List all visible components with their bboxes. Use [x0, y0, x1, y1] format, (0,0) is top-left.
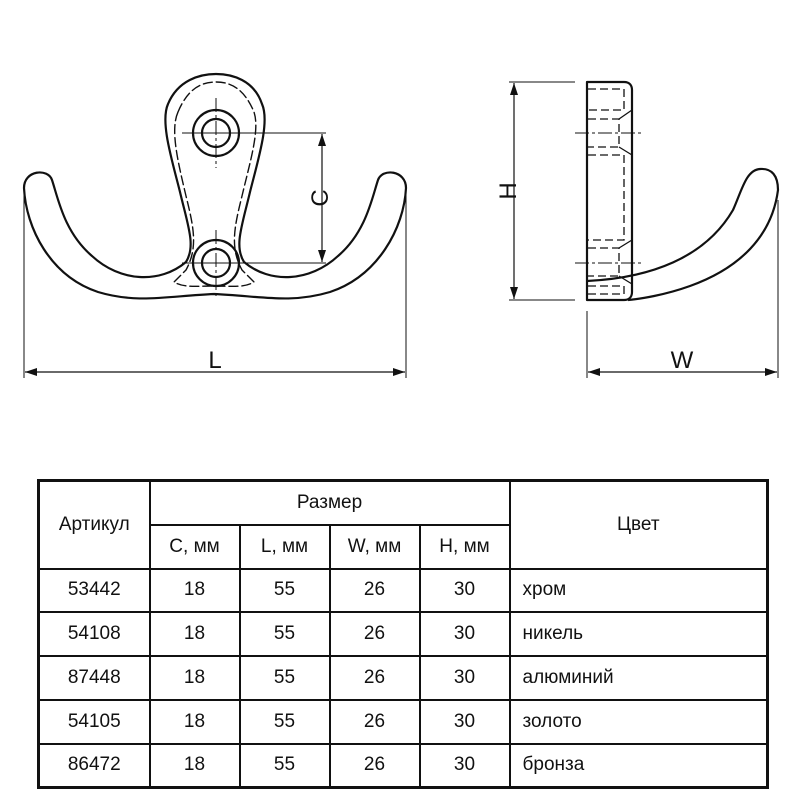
cell-l: 55 [238, 567, 331, 614]
cell-article: 54108 [37, 611, 151, 658]
dimension-l-label: L [208, 347, 221, 374]
side-hidden-edges [588, 88, 625, 295]
cell-article: 54105 [37, 698, 151, 745]
side-centerlines [575, 132, 643, 264]
table-row: 87448 18 55 26 30 алюминий [37, 655, 769, 701]
table-row: 86472 18 55 26 30 бронза [37, 742, 769, 789]
cell-c: 18 [148, 655, 241, 701]
cell-article: 53442 [37, 567, 151, 614]
cell-color: хром [508, 567, 769, 614]
cell-color: алюминий [508, 655, 769, 701]
header-size-group: Размер [148, 479, 511, 526]
cell-l: 55 [238, 655, 331, 701]
dimension-c: C [307, 134, 334, 262]
front-centerlines [182, 98, 326, 298]
cell-color: никель [508, 611, 769, 658]
cell-w: 26 [328, 655, 421, 701]
table-row: 53442 18 55 26 30 хром [37, 567, 769, 614]
cell-w: 26 [328, 698, 421, 745]
cell-c: 18 [148, 611, 241, 658]
table-subheader-row: C, мм L, мм W, мм H, мм [39, 523, 768, 570]
dimension-h: H [495, 81, 575, 301]
table-row: 54105 18 55 26 30 золото [37, 698, 769, 745]
side-view [585, 80, 780, 302]
dimension-l: L [23, 192, 407, 378]
cell-w: 26 [328, 567, 421, 614]
table-header-row: Артикул Размер Цвет [37, 479, 769, 570]
specification-table: Артикул Размер Цвет C, мм L, мм W, мм H,… [37, 479, 769, 789]
plate-hidden-edge [173, 81, 257, 288]
cell-l: 55 [238, 611, 331, 658]
cell-c: 18 [148, 698, 241, 745]
header-article: Артикул [37, 479, 151, 570]
header-l: L, мм [238, 523, 331, 570]
cell-l: 55 [238, 698, 331, 745]
cell-c: 18 [148, 567, 241, 614]
header-h: H, мм [418, 523, 511, 570]
cell-article: 86472 [37, 742, 151, 789]
cell-w: 26 [328, 611, 421, 658]
cell-h: 30 [418, 698, 511, 745]
cell-w: 26 [328, 742, 421, 789]
cell-l: 55 [238, 742, 331, 789]
technical-drawing: C L [22, 72, 780, 378]
header-c: C, мм [148, 523, 241, 570]
side-plate [585, 80, 634, 302]
cell-h: 30 [418, 611, 511, 658]
cell-h: 30 [418, 742, 511, 789]
header-w: W, мм [328, 523, 421, 570]
dimension-w: W [586, 200, 779, 378]
cell-h: 30 [418, 655, 511, 701]
side-hook-arm [586, 167, 780, 302]
hook-outline [22, 72, 408, 300]
cell-c: 18 [148, 742, 241, 789]
dimension-w-label: W [671, 347, 694, 374]
front-view [22, 72, 408, 300]
dimension-c-label: C [307, 189, 334, 206]
table-row: 54108 18 55 26 30 никель [37, 611, 769, 658]
cell-article: 87448 [37, 655, 151, 701]
cell-h: 30 [418, 567, 511, 614]
cell-color: золото [508, 698, 769, 745]
dimension-h-label: H [495, 182, 522, 199]
side-chamfers [618, 109, 633, 285]
header-color: Цвет [508, 479, 769, 570]
cell-color: бронза [508, 742, 769, 789]
